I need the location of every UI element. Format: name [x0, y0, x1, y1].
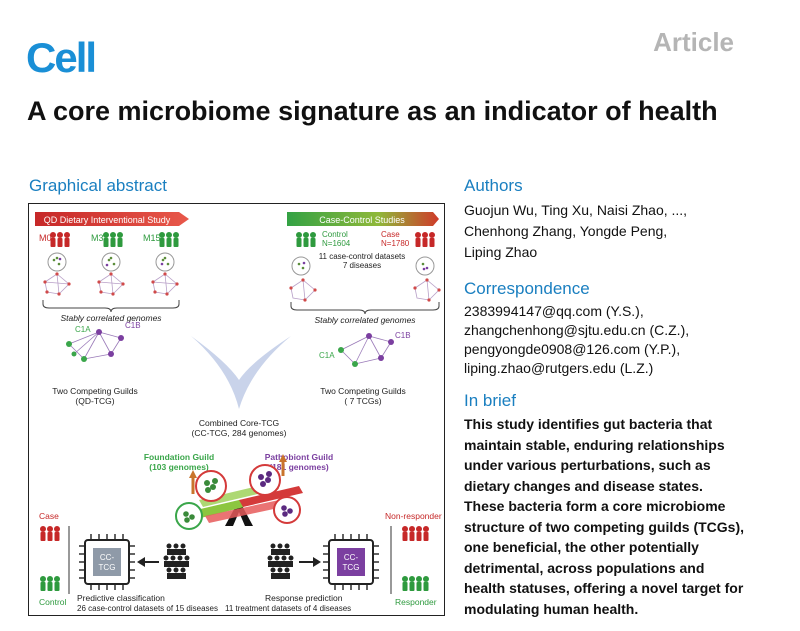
- in-brief-line: detrimental, across populations and: [464, 559, 705, 576]
- timepoint-m0: M0: [39, 233, 52, 243]
- left-guilds-line2: (QD-TCG): [75, 396, 114, 406]
- chip-right-line1: CC-: [344, 553, 359, 562]
- control-label: Control: [322, 230, 348, 239]
- email-link[interactable]: 2383994147@qq.com (Y.S.),: [464, 303, 644, 319]
- non-responder-label: Non-responder: [385, 511, 442, 521]
- chip-left-line2: TCG: [99, 563, 116, 572]
- authors-heading: Authors: [464, 176, 523, 195]
- right-banner-text: Case-Control Studies: [319, 215, 405, 225]
- network-icons-left: [44, 273, 178, 295]
- correspondence-emails: 2383994147@qq.com (Y.S.), zhangchenhong@…: [464, 302, 784, 378]
- microbe-dish-icons-left: [47, 252, 175, 272]
- in-brief-line: modulating human health.: [464, 600, 639, 617]
- case-label-bottom: Case: [39, 511, 59, 521]
- in-brief-line: This study identifies gut bacteria that: [464, 416, 713, 432]
- article-type-label: Article: [653, 27, 734, 57]
- left-banner-text: QD Dietary Interventional Study: [44, 215, 171, 225]
- chip-icon-left: [79, 534, 135, 590]
- chip-icon-right: [323, 534, 379, 590]
- datasets-line2: 7 diseases: [343, 261, 381, 270]
- people-icons-non-responder: [402, 526, 429, 541]
- guild-c1b-right: C1B: [395, 331, 411, 340]
- guild-network-left: [66, 329, 124, 362]
- email-link[interactable]: pengyongde0908@126.com (Y.P.),: [464, 341, 681, 357]
- merge-chevron-shape: [191, 336, 291, 409]
- foundation-line1: Foundation Guild: [144, 452, 214, 462]
- network-icons-right: [290, 279, 440, 301]
- authors-line: Liping Zhao: [464, 244, 538, 260]
- correspondence-heading: Correspondence: [464, 279, 590, 298]
- people-icons-m3: [103, 232, 123, 247]
- in-brief-line: one beneficial, the other potentially: [464, 539, 699, 555]
- combined-line1: Combined Core-TCG: [199, 418, 279, 428]
- foundation-line2: (103 genomes): [149, 462, 209, 472]
- email-link[interactable]: liping.zhao@rutgers.edu (L.Z.): [464, 360, 654, 376]
- chip-left-line1: CC-: [100, 553, 115, 562]
- datasets-line1: 11 case-control datasets: [319, 252, 406, 261]
- arrow-right-icon: [313, 557, 321, 567]
- in-brief-line: structure of two competing guilds (TCGs)…: [464, 518, 744, 535]
- responder-label: Responder: [395, 597, 437, 607]
- graphical-abstract-figure: QD Dietary Interventional Study Case-Con…: [28, 203, 445, 616]
- email-link[interactable]: zhangchenhong@sjtu.edu.cn (C.Z.),: [464, 322, 690, 338]
- predictive-line1: Predictive classification: [77, 593, 165, 603]
- pathobiont-line2: (181 genomes): [269, 462, 329, 472]
- in-brief-text: This study identifies gut bacteria that …: [464, 414, 784, 619]
- stably-correlated-right: Stably correlated genomes: [314, 315, 416, 325]
- in-brief-line: under various perturbations, such as: [464, 457, 711, 473]
- guild-c1a-right: C1A: [319, 351, 335, 360]
- guild-network-right: [338, 333, 394, 367]
- authors-line: Guojun Wu, Ting Xu, Naisi Zhao, ...,: [464, 202, 688, 218]
- guild-c1a-left: C1A: [75, 325, 91, 334]
- pathobiont-line1: Pathobiont Guild: [265, 452, 333, 462]
- microbe-dish-icons-right: [291, 256, 435, 276]
- people-crowd-right: [267, 543, 294, 579]
- response-line2: 11 treatment datasets of 4 diseases: [225, 604, 351, 613]
- predictive-line2: 26 case-control datasets of 15 diseases: [77, 604, 218, 613]
- in-brief-line: dietary changes and disease states.: [464, 477, 703, 494]
- in-brief-heading: In brief: [464, 391, 516, 410]
- people-icons-control: [296, 232, 316, 247]
- chip-right-line2: TCG: [343, 563, 360, 572]
- case-n: N=1780: [381, 239, 410, 248]
- combined-line2: (CC-TCG, 284 genomes): [192, 428, 287, 438]
- people-icons-m0: [50, 232, 70, 247]
- right-guilds-line2: ( 7 TCGs): [344, 396, 381, 406]
- control-label-bottom: Control: [39, 597, 67, 607]
- in-brief-line: health statuses, offering a novel target…: [464, 580, 744, 596]
- timepoint-m3: M3: [91, 233, 104, 243]
- page-title: A core microbiome signature as an indica…: [27, 96, 718, 126]
- guild-c1b-left: C1B: [125, 321, 141, 330]
- timepoint-m15: M15: [143, 233, 161, 243]
- authors-line: Chenhong Zhang, Yongde Peng,: [464, 223, 668, 239]
- control-n: N=1604: [322, 239, 351, 248]
- people-icons-case: [415, 232, 435, 247]
- in-brief-line: These bacteria form a core microbiome: [464, 498, 726, 514]
- arrow-left-icon: [137, 557, 145, 567]
- people-crowd-left: [163, 543, 190, 579]
- in-brief-line: maintain stable, enduring relationships: [464, 436, 725, 453]
- people-icons-m15: [159, 232, 179, 247]
- stably-correlated-left: Stably correlated genomes: [60, 313, 162, 323]
- right-guilds-line1: Two Competing Guilds: [320, 386, 406, 396]
- response-line1: Response prediction: [265, 593, 343, 603]
- graphical-abstract-heading: Graphical abstract: [29, 176, 167, 195]
- case-label-top: Case: [381, 230, 400, 239]
- authors-list: Guojun Wu, Ting Xu, Naisi Zhao, ..., Che…: [464, 200, 784, 263]
- people-icons-responder: [402, 576, 429, 591]
- left-guilds-line1: Two Competing Guilds: [52, 386, 138, 396]
- journal-logo: Cell: [26, 34, 97, 81]
- guild-seesaw-illustration: [175, 454, 303, 530]
- people-icons-control-bottom: [40, 576, 60, 591]
- people-icons-case-bottom: [40, 526, 60, 541]
